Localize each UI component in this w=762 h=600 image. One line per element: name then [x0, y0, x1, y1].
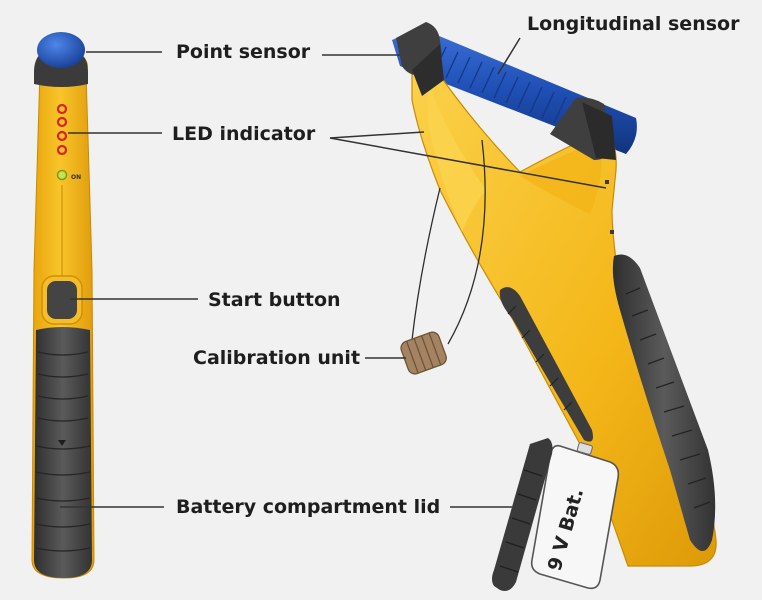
label-led-indicator: LED indicator [172, 123, 316, 145]
leader-lines [60, 37, 607, 508]
label-point-sensor: Point sensor [176, 41, 311, 63]
label-start-button: Start button [208, 289, 341, 311]
point-sensor-tip [37, 32, 85, 68]
label-longitudinal-sensor: Longitudinal sensor [527, 13, 740, 35]
label-battery-compartment-lid: Battery compartment lid [176, 496, 441, 518]
start-button [47, 281, 77, 319]
battery-9v: 9 V Bat. [530, 442, 620, 590]
leader-led-indicator-b [329, 137, 607, 189]
on-marking: ON [71, 174, 81, 181]
battery-compartment-lid-part [492, 438, 553, 591]
led-column [56, 103, 68, 181]
leader-led-indicator-a [329, 131, 425, 139]
calibration-unit-part [400, 139, 486, 375]
leader-longitudinal-sensor-rod [497, 37, 521, 75]
longitudinal-sensor-device: 9 V Bat. [392, 22, 717, 591]
point-sensor-probe: ON [31, 32, 95, 579]
label-calibration-unit: Calibration unit [193, 347, 361, 369]
